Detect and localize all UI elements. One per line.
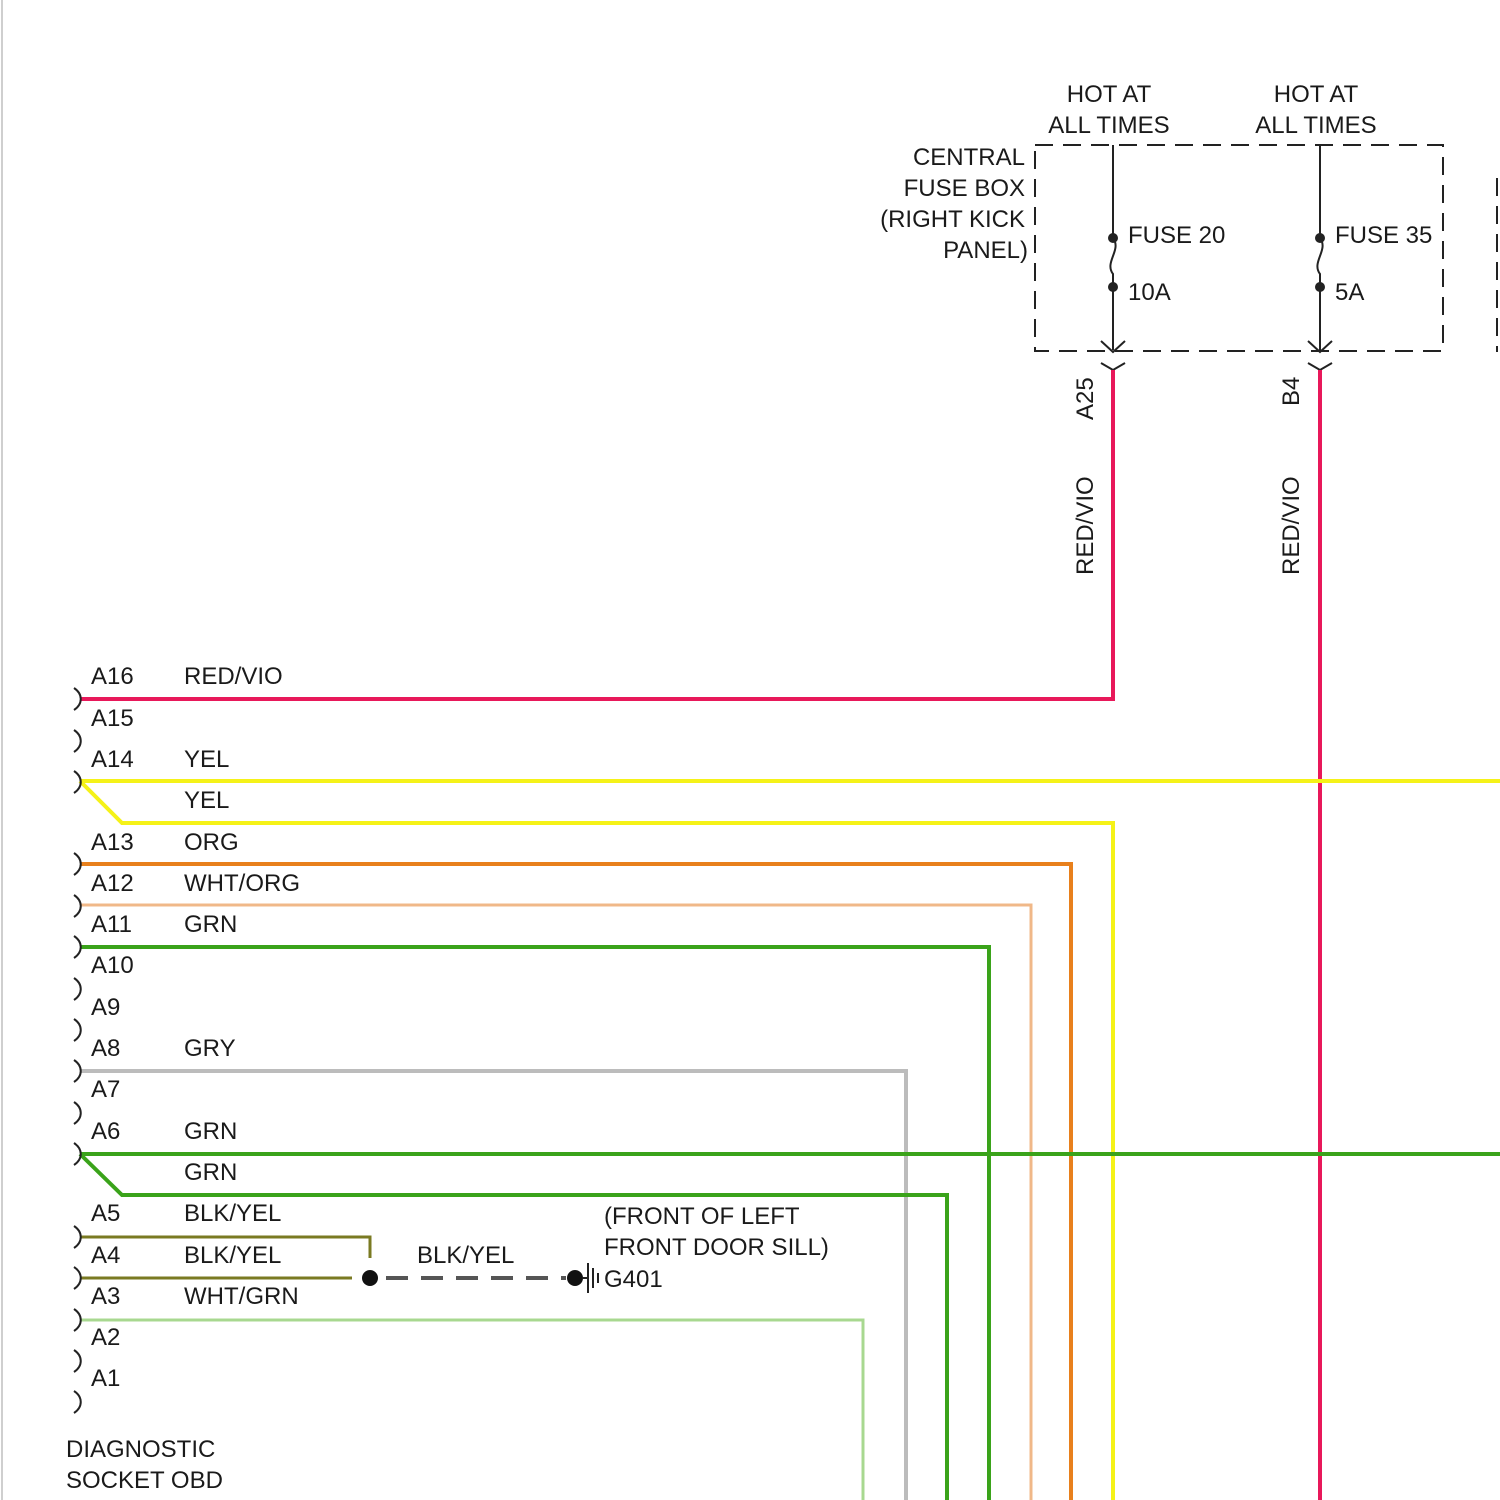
pin-wire-label: WHT/GRN: [184, 1283, 299, 1310]
fuse-box-name-line-1: CENTRAL: [913, 144, 1025, 171]
terminal-icon-a5: [74, 1226, 81, 1248]
fuse-35-wire-label: RED/VIO: [1278, 476, 1305, 575]
terminal-icon-a9: [74, 1019, 81, 1041]
splice-node: [362, 1270, 378, 1286]
fuse-20-symbol: [1110, 238, 1115, 287]
pin-label: A5: [91, 1200, 120, 1227]
terminal-icon-a1: [74, 1391, 81, 1413]
pin-wire-label: BLK/YEL: [184, 1200, 281, 1227]
fuse-box-name-line-3: (RIGHT KICK: [880, 206, 1025, 233]
fuse-20-wire-label: RED/VIO: [1072, 476, 1099, 575]
pin-wire-label: GRN: [184, 1159, 237, 1186]
pin-wire-label: YEL: [184, 746, 229, 773]
fuse-35-name: FUSE 35: [1335, 222, 1432, 249]
pin-label: A4: [91, 1242, 120, 1269]
fuse-35-symbol: [1317, 238, 1322, 287]
ground-name: G401: [604, 1266, 663, 1293]
fuse-20-rating: 10A: [1128, 279, 1171, 306]
pin-wire-label: YEL: [184, 787, 229, 814]
pin-wire-label: BLK/YEL: [184, 1242, 281, 1269]
fuse-20: HOT AT ALL TIMES FUSE 20 10A A25 RED/VIO: [1048, 81, 1225, 575]
fuse-35-terminal: B4: [1278, 377, 1305, 406]
terminal-icon-a13: [74, 853, 81, 875]
pin-label: A10: [91, 952, 134, 979]
pin-wire-label: GRY: [184, 1035, 236, 1062]
pin-label: A11: [91, 911, 132, 938]
ground-location-line-2: FRONT DOOR SILL): [604, 1234, 829, 1261]
pin-label: A7: [91, 1076, 120, 1103]
terminal-icon-a6: [74, 1143, 81, 1165]
terminal-icon-a15: [74, 730, 81, 752]
pin-label: A14: [91, 746, 134, 773]
pin-wire-label: WHT/ORG: [184, 870, 300, 897]
fuse-20-female-terminal-icon: [1101, 363, 1125, 370]
terminal-icon-a3: [74, 1309, 81, 1331]
terminal-icon-a8: [74, 1060, 81, 1082]
pin-label: A8: [91, 1035, 120, 1062]
fuse-20-name: FUSE 20: [1128, 222, 1225, 249]
pin-label: A1: [91, 1365, 120, 1392]
central-fuse-box: CENTRAL FUSE BOX (RIGHT KICK PANEL) HOT …: [880, 81, 1443, 575]
pin-wire-label: ORG: [184, 829, 239, 856]
terminal-icon-a7: [74, 1102, 81, 1124]
fuse-35-female-terminal-icon: [1308, 363, 1332, 370]
connector-name-line-2: SOCKET OBD: [66, 1467, 223, 1494]
pin-label: A6: [91, 1118, 120, 1145]
terminal-icon-a12: [74, 895, 81, 917]
fuse-box-name-line-2: FUSE BOX: [904, 175, 1025, 202]
pin-label: A2: [91, 1324, 120, 1351]
fuse-35-hot-line-1: HOT AT: [1274, 81, 1359, 108]
terminal-icon-a16: [74, 688, 81, 710]
connector-terminals: [74, 688, 81, 1413]
pin-label: A12: [91, 870, 134, 897]
ground-circuit: BLK/YEL G401 (FRONT OF LEFT FRONT DOOR S…: [362, 1203, 829, 1293]
wire-red-vio-a16: [80, 370, 1113, 699]
fuse-35-rating: 5A: [1335, 279, 1364, 306]
terminal-icon-a11: [74, 936, 81, 958]
fuse-20-hot-line-2: ALL TIMES: [1048, 112, 1169, 139]
ground-location-line-1: (FRONT OF LEFT: [604, 1203, 800, 1230]
connector-name-line-1: DIAGNOSTIC: [66, 1436, 215, 1463]
fuse-box-name-line-4: PANEL): [943, 237, 1028, 264]
pin-label: A9: [91, 994, 120, 1021]
fuse-35-hot-line-2: ALL TIMES: [1255, 112, 1376, 139]
fuse-20-hot-line-1: HOT AT: [1067, 81, 1152, 108]
ground-eyelet-node: [567, 1270, 583, 1286]
pin-label: A15: [91, 705, 134, 732]
connector-labels: A16 RED/VIO A15 A14 YEL YEL A13 ORG A12 …: [91, 663, 300, 1392]
pin-label: A13: [91, 829, 134, 856]
terminal-icon-a2: [74, 1350, 81, 1372]
terminal-icon-a10: [74, 978, 81, 1000]
pin-label: A16: [91, 663, 134, 690]
ground-icon: [583, 1263, 598, 1293]
fuse-35: HOT AT ALL TIMES FUSE 35 5A B4 RED/VIO: [1255, 81, 1432, 575]
ground-wire-label: BLK/YEL: [417, 1242, 514, 1269]
pin-label: A3: [91, 1283, 120, 1310]
terminal-icon-a4: [74, 1267, 81, 1289]
pin-wire-label: RED/VIO: [184, 663, 283, 690]
pin-wire-label: GRN: [184, 1118, 237, 1145]
pin-wire-label: GRN: [184, 911, 237, 938]
fuse-20-terminal: A25: [1072, 377, 1099, 420]
